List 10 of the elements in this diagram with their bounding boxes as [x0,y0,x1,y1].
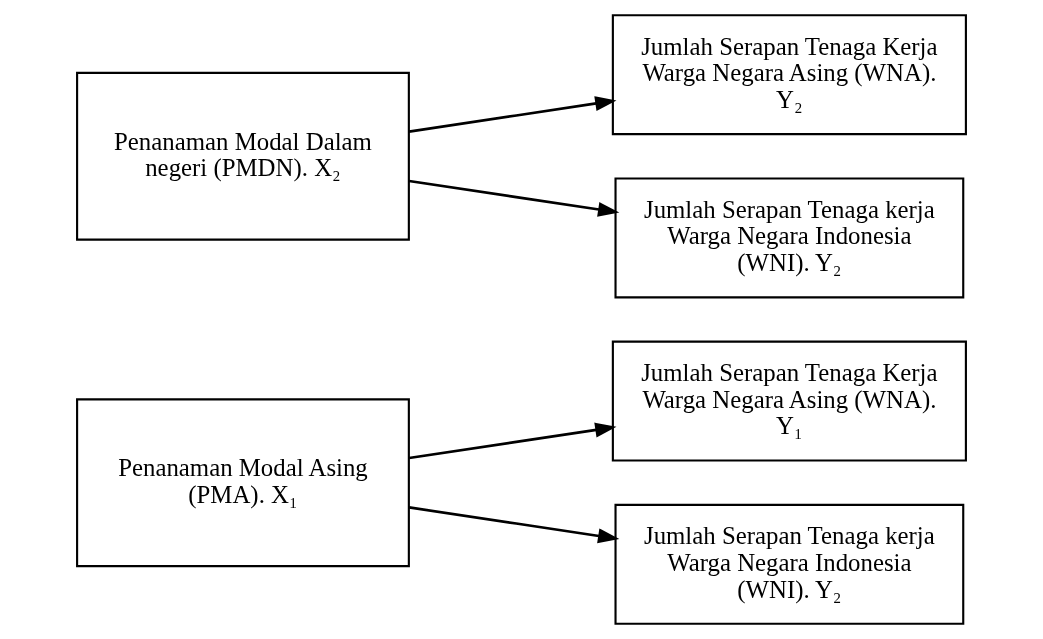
arrow [408,422,617,460]
node-box: Jumlah Serapan Tenaga kerja Warga Negara Indonesia (WNI). Y₂ [614,177,965,299]
node-box: Jumlah Serapan Tenaga Kerja Warga Negara Asing (WNA). Y₁ [611,340,967,462]
node-box: Jumlah Serapan Tenaga kerja Warga Negara Indonesia (WNI). Y₂ [614,503,965,625]
arrow [408,179,620,217]
node-box: Penanaman Modal Dalam negeri (PMDN). X₂ [76,71,410,241]
arrow [408,96,617,133]
node-box: Penanaman Modal Asing (PMA). X₁ [76,398,410,568]
node-box: Jumlah Serapan Tenaga Kerja Warga Negara Asing (WNA). Y₂ [611,14,967,136]
arrow [408,506,620,544]
